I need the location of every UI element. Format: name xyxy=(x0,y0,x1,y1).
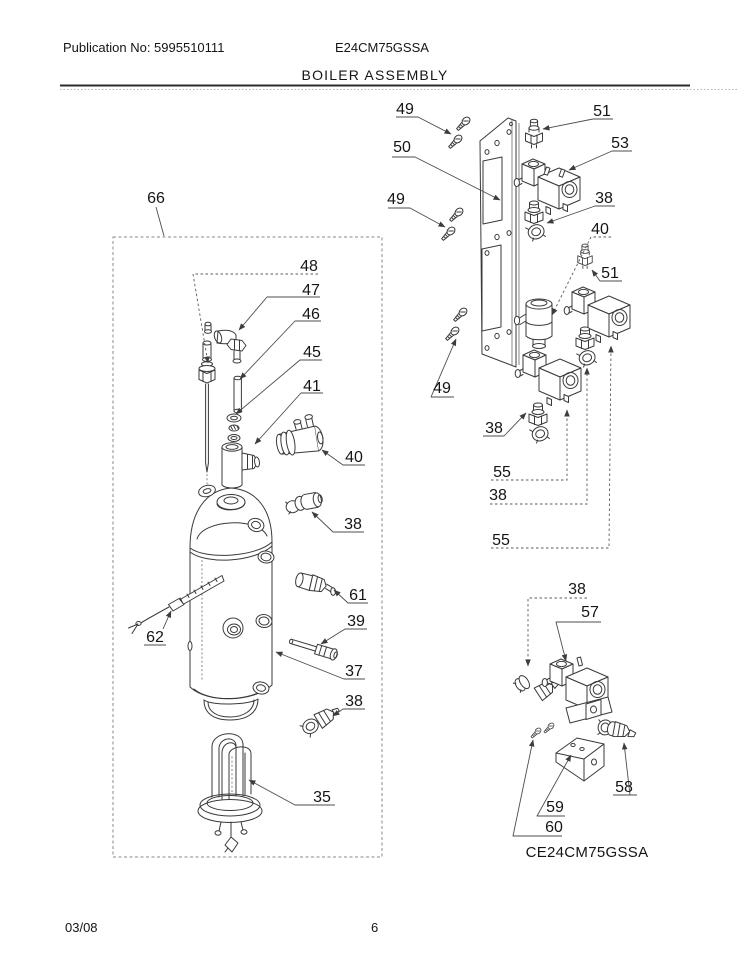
callout-40-right: 40 xyxy=(591,221,609,238)
callout-48: 48 xyxy=(300,258,318,275)
callout-61: 61 xyxy=(349,587,367,604)
callout-50: 50 xyxy=(393,139,411,156)
fitting-38-tank-top xyxy=(285,492,323,515)
pipe-39 xyxy=(288,638,338,661)
fitting-61 xyxy=(295,572,336,596)
fitting-38-tank-bottom xyxy=(299,707,340,738)
callout-41: 41 xyxy=(303,378,321,395)
callout-51-middle: 51 xyxy=(601,265,619,282)
fitting-38-upper-right xyxy=(524,200,547,243)
callout-40-left: 40 xyxy=(345,449,363,466)
callout-55-upper: 55 xyxy=(493,464,511,481)
callout-53: 53 xyxy=(611,135,629,152)
bolt-51-middle xyxy=(577,243,593,269)
solenoid-valve-55-upper xyxy=(563,286,631,343)
callout-62: 62 xyxy=(146,629,164,646)
callout-51-top: 51 xyxy=(593,103,611,120)
footer-date: 03/08 xyxy=(65,920,98,935)
callout-49-top: 49 xyxy=(396,101,414,118)
callout-38-a: 38 xyxy=(344,516,362,533)
callout-57: 57 xyxy=(581,604,599,621)
solenoid-valve-53 xyxy=(513,158,581,215)
valve-40-right xyxy=(513,298,553,349)
callouts: 66 48 47 46 45 41 40 38 61 39 37 62 38 3… xyxy=(146,101,633,836)
tube-46 xyxy=(233,375,242,414)
screws-49-top xyxy=(446,114,473,151)
screws-49-bottom xyxy=(443,305,470,343)
callout-66: 66 xyxy=(147,190,165,207)
callout-35: 35 xyxy=(313,789,331,806)
diagram-caption: CE24CM75GSSA xyxy=(526,844,649,861)
mounting-plate-50 xyxy=(479,117,520,368)
elbow-fitting-47 xyxy=(213,329,247,364)
bracket-59 xyxy=(555,737,605,782)
callout-38-c: 38 xyxy=(595,190,613,207)
bolt-51-top xyxy=(525,118,543,149)
callout-47: 47 xyxy=(302,282,320,299)
fitting-38-elbows-bottom xyxy=(512,675,560,702)
callout-55-lower: 55 xyxy=(492,532,510,549)
callout-38-b: 38 xyxy=(345,693,363,710)
callout-39: 39 xyxy=(347,613,365,630)
temperature-probe-48 xyxy=(198,321,216,491)
callout-49-middle: 49 xyxy=(387,191,405,208)
publication-number: Publication No: 5995510111 xyxy=(63,40,224,55)
callout-38-f: 38 xyxy=(568,581,586,598)
heating-element-35 xyxy=(197,733,263,853)
fitting-58 xyxy=(597,719,637,738)
callout-60: 60 xyxy=(545,819,563,836)
assembly-boundary-box xyxy=(112,236,383,858)
fitting-38-lower-right xyxy=(528,402,551,445)
footer-page-number: 6 xyxy=(371,920,378,935)
solenoid-valve-55-lower xyxy=(514,349,582,406)
callout-38-e: 38 xyxy=(489,487,507,504)
page-title: BOILER ASSEMBLY xyxy=(302,67,449,83)
model-number: E24CM75GSSA xyxy=(335,40,429,55)
callout-45: 45 xyxy=(303,344,321,361)
callout-49-bottom: 49 xyxy=(433,380,451,397)
sensor-probe-62 xyxy=(128,575,225,634)
washers-45 xyxy=(226,413,242,442)
boiler-tank-37 xyxy=(187,484,275,721)
screws-49-middle xyxy=(439,205,466,243)
callout-59: 59 xyxy=(546,799,564,816)
callout-38-d: 38 xyxy=(485,420,503,437)
solenoid-valve-57 xyxy=(541,656,613,724)
callout-58: 58 xyxy=(615,779,633,796)
callout-37: 37 xyxy=(345,663,363,680)
fitting-38-middle-right xyxy=(575,326,598,369)
callout-46: 46 xyxy=(302,306,320,323)
leader-lines xyxy=(144,116,637,837)
valve-40-left xyxy=(275,414,324,456)
mounting-screws-59-60 xyxy=(529,721,556,740)
